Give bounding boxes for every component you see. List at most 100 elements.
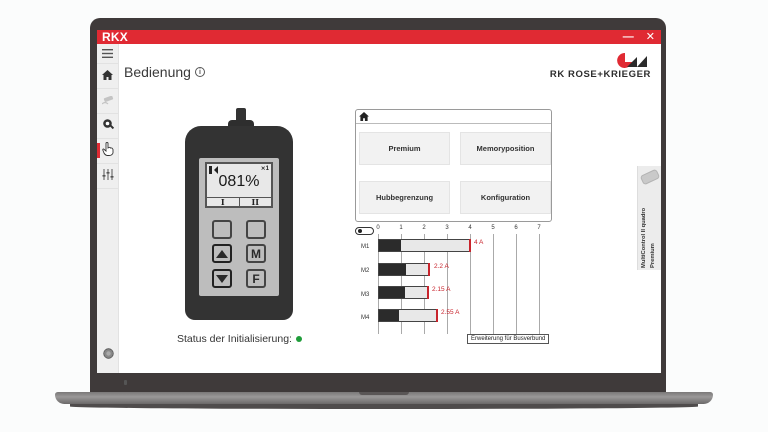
home-icon [102,67,113,85]
init-status-label: Status der Initialisierung: [177,333,292,345]
motor-bar-limit-marker [427,286,429,299]
sidebar-item-connection[interactable] [97,89,118,114]
motor-value-m1: 4 A [474,239,484,246]
motor-label-m2: M2 [361,268,370,274]
sidebar-item-operation[interactable] [97,139,118,164]
info-icon[interactable]: i [194,67,205,77]
axis-tick: 7 [537,225,541,231]
premium-button[interactable]: Premium [359,132,450,165]
init-status: Status der Initialisierung: [177,333,302,345]
home-icon[interactable] [359,108,369,126]
hubbegrenzung-button[interactable]: Hubbegrenzung [359,181,450,214]
display-tabs: I II [207,197,271,207]
gridline [424,234,425,334]
display-tab-2: II [251,197,259,207]
app-window: RKX — ✕ [97,30,661,373]
status-indicator-dot [295,336,302,342]
brand-k-icon [209,166,218,174]
motor-bar-m1 [378,239,471,252]
gridline [447,234,448,334]
device-connect-icon [101,92,114,110]
product-thumbnail-icon [639,168,661,186]
gridline [401,234,402,334]
brand-logo-text: RK ROSE+KRIEGER [549,69,651,80]
motor-bar-limit-marker [428,263,430,276]
product-name: MultiControl II quadro Premium [640,190,660,268]
laptop-foot [70,404,698,409]
memoryposition-button[interactable]: Memoryposition [460,132,551,165]
motor-bar-m4 [378,309,438,322]
brand-logo: RK ROSE+KRIEGER [541,52,651,80]
handset-m-button[interactable]: M [246,244,266,263]
motor-bar-current [379,310,399,321]
menu-panel-header [356,110,551,124]
gridline [378,234,379,334]
konfiguration-button[interactable]: Konfiguration [460,181,551,214]
product-name-line2: Premium [650,243,656,268]
motor-current-chart: 0 1 2 3 4 5 6 7 M1 4 A M2 [355,225,555,344]
handset-f-button[interactable]: F [246,269,266,288]
hand-pointer-icon [101,141,114,161]
gear-search-icon [102,117,114,135]
axis-tick: 4 [468,225,472,231]
motor-bar-current [379,240,401,251]
sidebar-bottom [97,346,119,364]
gridline [493,234,494,334]
handset-down-button[interactable] [212,269,232,288]
globe-icon[interactable] [102,346,114,364]
close-button[interactable]: ✕ [645,31,655,43]
arrow-up-icon [216,249,228,258]
sidebar-item-diagnostics[interactable] [97,114,118,139]
sidebar-item-menu[interactable] [97,44,118,64]
motor-label-m1: M1 [361,244,370,250]
gridline [539,234,540,334]
axis-tick: 6 [514,225,518,231]
function-menu-panel: Premium Memoryposition Hubbegrenzung Kon… [355,109,552,222]
motor-value-m3: 2.15 A [432,286,451,293]
handset-blank-button-left[interactable] [212,220,232,239]
hamburger-icon [102,45,113,63]
handset-up-button[interactable] [212,244,232,263]
axis-tick: 0 [376,225,380,231]
product-tab[interactable]: MultiControl II quadro Premium [637,166,661,270]
page-title: Bedienung i [124,64,205,80]
laptop-base [55,392,713,404]
device-cable-neck [228,120,254,128]
motor-label-m4: M4 [361,315,370,321]
bus-extension-button[interactable]: Erweiterung für Busverbund [467,334,550,344]
display-value: 081% [218,173,260,190]
brand-logo-mark [617,52,647,68]
axis-tick: 2 [422,225,426,231]
motor-bar-limit-marker [436,309,438,322]
motor-value-m2: 2.2 A [434,263,449,270]
laptop-notch [359,392,409,395]
axis-tick: 1 [399,225,403,231]
sidebar-item-settings[interactable] [97,164,118,189]
axis-tick: 3 [445,225,449,231]
gridline [470,234,471,334]
handset-display: ⨯1 081% I II [205,162,273,208]
product-name-line1: MultiControl II quadro [641,207,647,268]
gridline [516,234,517,334]
minimize-button[interactable]: — [622,31,634,43]
axis-tick: 5 [491,225,495,231]
motor-value-m4: 2.55 A [441,309,460,316]
laptop-bezel-mark [124,380,127,385]
sidebar-item-home[interactable] [97,64,118,89]
sliders-icon [102,167,114,185]
app-name: RKX [102,30,128,44]
title-bar: RKX — ✕ [97,30,661,44]
motor-bar-current [379,287,405,298]
device-cable [236,108,246,122]
motor-bar-m3 [378,286,429,299]
motor-bar-current [379,264,406,275]
sidebar [97,44,119,373]
motor-bar-limit-marker [469,239,471,252]
signal-indicator: ⨯1 [260,166,269,172]
handset-blank-button-right[interactable] [246,220,266,239]
motor-label-m3: M3 [361,292,370,298]
motor-bar-m2 [378,263,430,276]
chart-toggle-switch[interactable] [355,227,374,235]
arrow-down-icon [216,274,228,283]
